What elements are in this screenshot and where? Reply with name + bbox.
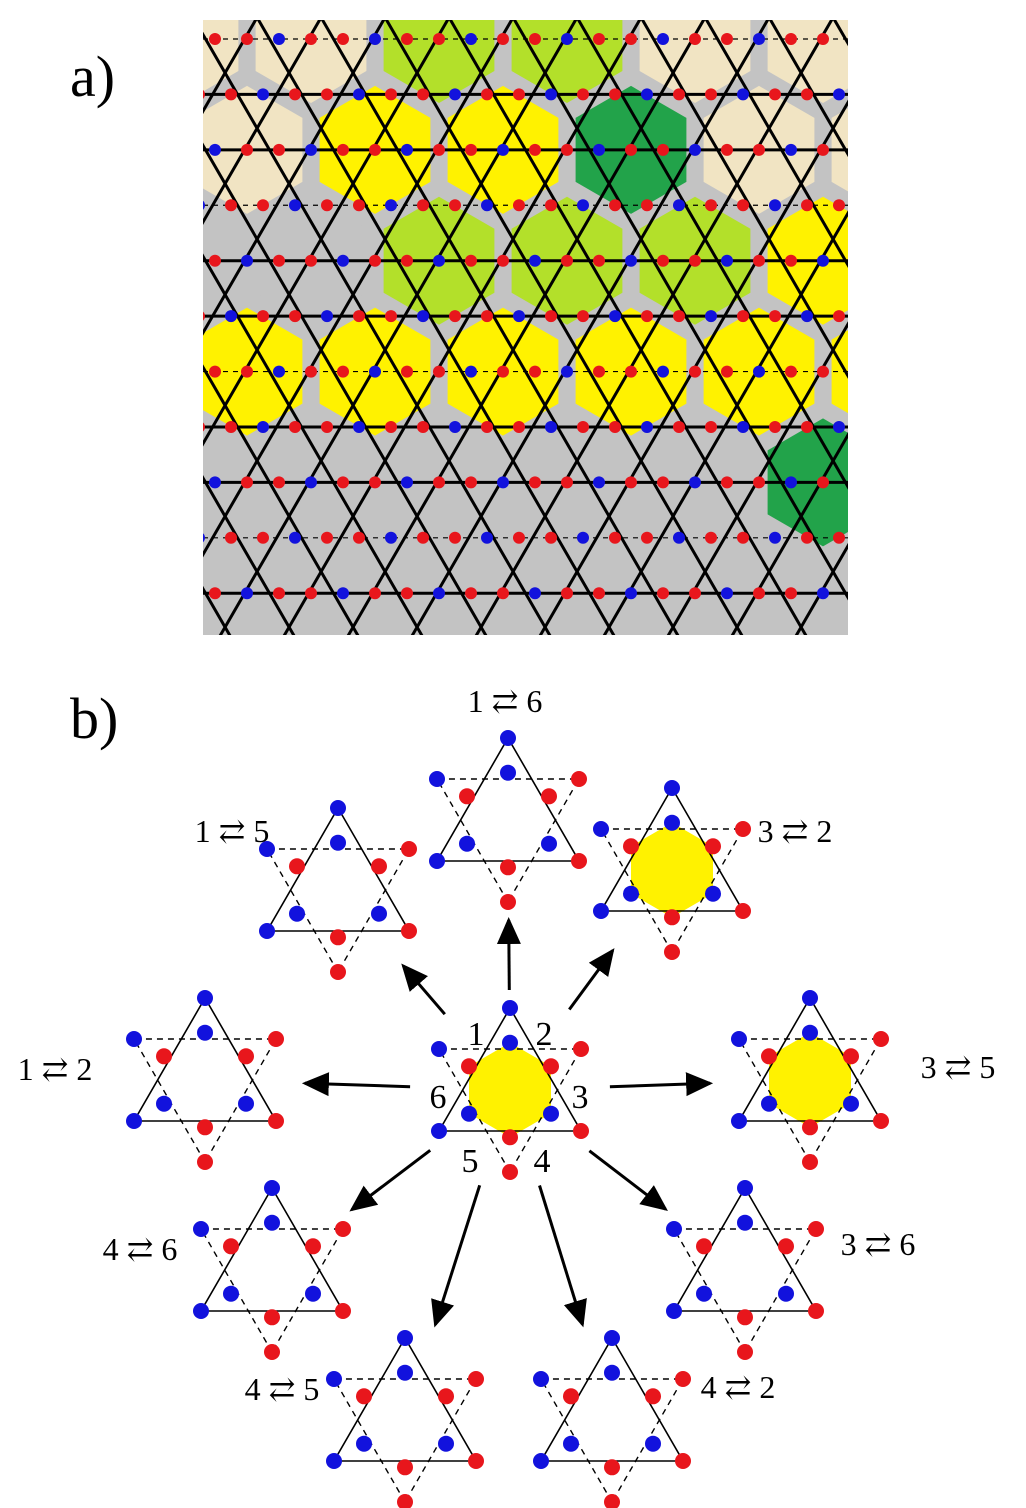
star-transition-7 [193,1180,351,1360]
transition-diagram: 1 ⇄ 6 3 ⇄ 2 3 ⇄ 5 3 ⇄ 6 4 ⇄ 2 4 ⇄ 5 4 ⇄ 6 1 ⇄ 2… [18,683,996,1508]
site-number-3: 3 [572,1079,589,1116]
panel-b-label: b) [70,686,119,751]
transition-arrow [401,963,446,1016]
transition-arrow [349,1149,432,1212]
kagome-lattice [203,20,848,635]
star-transition-4 [666,1180,824,1360]
transition-label: 1 ⇄ 5 [195,813,270,849]
star-transition-5 [533,1330,691,1508]
site-number-4: 4 [534,1143,551,1180]
kagome-lattice-panel [203,20,848,635]
transition-arrow [609,1072,714,1097]
site-number-2: 2 [536,1016,553,1053]
transition-label: 1 ⇄ 6 [468,683,543,719]
transition-label: 3 ⇄ 2 [758,813,833,849]
panel-a-label: a) [70,44,116,109]
transition-arrow [568,948,615,1011]
transition-arrow [538,1185,587,1328]
site-number-6: 6 [430,1079,447,1116]
transition-arrow [588,1149,668,1212]
star-transition-2 [593,780,751,960]
transition-label: 4 ⇄ 6 [103,1231,178,1267]
transition-label: 3 ⇄ 6 [841,1226,916,1262]
transition-label: 3 ⇄ 5 [921,1049,996,1085]
transition-arrow [301,1072,411,1097]
transition-arrow [431,1184,482,1328]
transition-label: 1 ⇄ 2 [18,1051,93,1087]
star-center [431,1000,589,1180]
transition-label: 4 ⇄ 5 [245,1371,320,1407]
star-transition-3 [731,990,889,1170]
transition-label: 4 ⇄ 2 [701,1369,776,1405]
site-number-1: 1 [468,1016,485,1053]
star-transition-6 [326,1330,484,1508]
star-transition-9 [259,800,417,980]
star-transition-8 [126,990,284,1170]
star-transition-1 [429,730,587,910]
site-number-5: 5 [462,1143,479,1180]
transition-arrow [496,917,521,991]
